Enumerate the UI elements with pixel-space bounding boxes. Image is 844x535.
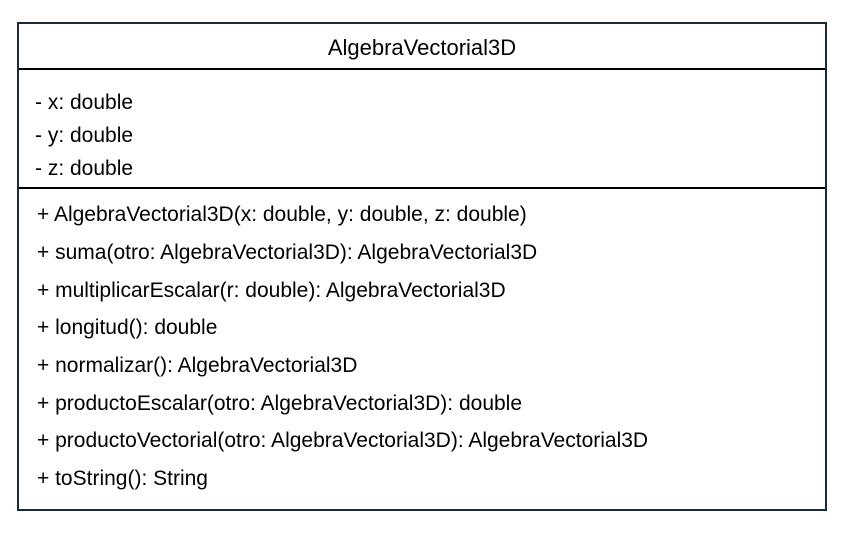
uml-class-box: AlgebraVectorial3D - x: double - y: doub… <box>17 22 827 511</box>
class-name-compartment: AlgebraVectorial3D <box>19 24 825 70</box>
method-longitud: + longitud(): double <box>37 316 218 339</box>
attribute-y: - y: double <box>35 124 134 147</box>
method-to-string: + toString(): String <box>37 467 208 490</box>
attribute-z: - z: double <box>35 157 134 180</box>
method-producto-escalar: + productoEscalar(otro: AlgebraVectorial… <box>37 392 523 415</box>
method-normalizar: + normalizar(): AlgebraVectorial3D <box>37 354 358 377</box>
method-suma: + suma(otro: AlgebraVectorial3D): Algebr… <box>37 241 538 264</box>
class-name: AlgebraVectorial3D <box>327 35 517 60</box>
method-producto-vectorial: + productoVectorial(otro: AlgebraVectori… <box>37 429 649 452</box>
attributes-compartment: - x: double - y: double - z: double <box>19 70 825 189</box>
method-constructor: + AlgebraVectorial3D(x: double, y: doubl… <box>37 203 527 226</box>
method-multiplicar-escalar: + multiplicarEscalar(r: double): Algebra… <box>37 279 506 302</box>
methods-compartment: + AlgebraVectorial3D(x: double, y: doubl… <box>19 189 825 509</box>
attribute-x: - x: double <box>35 91 134 114</box>
